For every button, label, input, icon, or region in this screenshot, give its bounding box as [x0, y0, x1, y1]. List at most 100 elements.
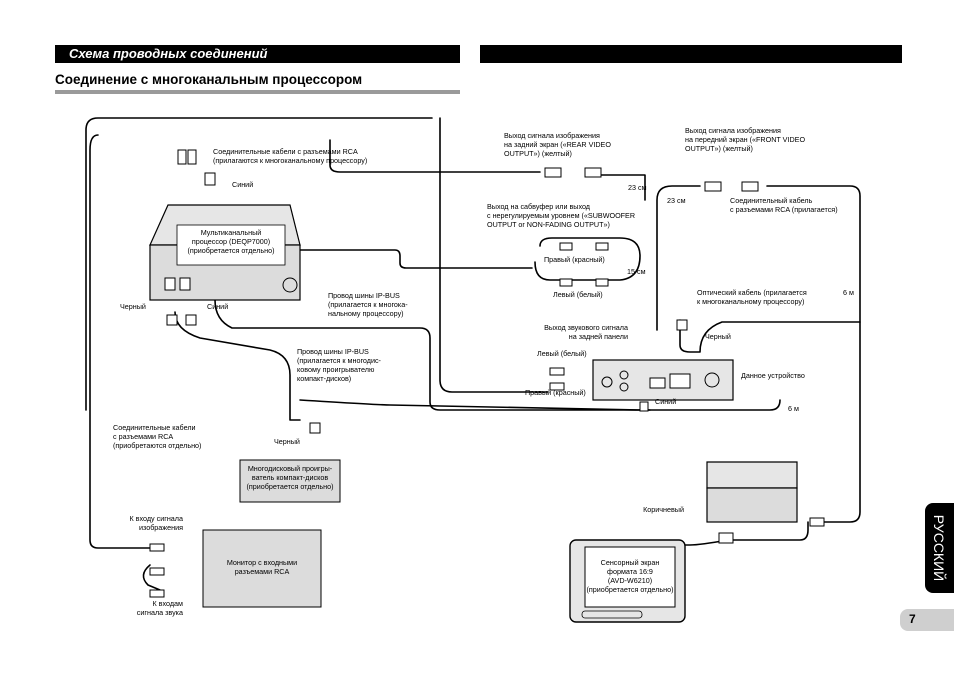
label-rca-sold-separately: с разъемами RCA	[113, 432, 173, 441]
cable-audio-bend	[142, 564, 161, 591]
label-rca-cables-included: Соединительные кабели с разъемами RCA	[213, 147, 358, 156]
label-cd-changer-box: (приобретается отдельно)	[247, 482, 334, 491]
plug-blue-unit	[639, 401, 649, 412]
label-touchscreen-box: Сенсорный экран	[601, 558, 660, 567]
label-rear-audio: на задней панели	[569, 332, 628, 341]
label-optical: Оптический кабель (прилагается	[697, 288, 807, 297]
cable-front-video-loop	[599, 174, 646, 201]
plug-front-video-b	[741, 181, 759, 192]
label-right-red: Правый (красный)	[525, 388, 586, 397]
cable-rca-outer-left	[439, 117, 549, 393]
label-monitor-box: разъемами RCA	[235, 567, 290, 576]
language-tab-label: РУССКИЙ	[931, 514, 947, 582]
label-optical: к многоканальному процессору)	[697, 297, 804, 306]
label-processor-box: процессор (DEQP7000)	[192, 237, 270, 246]
label-cd-changer-box: Многодисковый проигры-	[248, 464, 333, 473]
touchscreen-device	[569, 539, 686, 623]
label-subwoofer: с нерегулируемым уровнем («SUBWOOFER	[487, 211, 635, 220]
av-module-device	[706, 461, 798, 523]
label-black-left: Черный	[120, 302, 146, 311]
page-number-box	[900, 609, 954, 631]
cable-front-out	[766, 185, 861, 523]
label-video-input: изображения	[139, 523, 183, 532]
plug-sub-b	[595, 242, 609, 251]
label-rca-sold-separately: (приобретаются отдельно)	[113, 441, 201, 450]
label-monitor-box: Монитор с входными	[227, 558, 297, 567]
label-ipbus-included: нальному процессору)	[328, 309, 404, 318]
section-title-bar: Схема проводных соединений	[55, 45, 460, 63]
label-ipbus-cd: ковому проигрывателю	[297, 365, 375, 374]
label-len-15: 15 см	[627, 267, 646, 276]
monitor-box	[202, 529, 322, 608]
label-rear-video: OUTPUT») (желтый)	[504, 149, 572, 158]
label-black-cd: Черный	[274, 437, 300, 446]
plug-blue-top	[204, 172, 216, 186]
page-subtitle: Соединение с многоканальным процессором	[55, 72, 363, 87]
plug-blue-left	[185, 314, 197, 326]
section-bar-right	[480, 45, 902, 63]
subtitle-underline	[55, 90, 460, 94]
label-rca-cables-included: (прилагаются к многоканальному процессор…	[213, 156, 367, 165]
cable-processor-to-unit	[299, 249, 533, 269]
label-rca-sold-separately: Соединительные кабели	[113, 423, 196, 432]
label-cd-changer-box: ватель компакт-дисков	[252, 473, 328, 482]
cable-front-video	[656, 185, 701, 331]
plug-av-out	[809, 517, 825, 527]
cable-rear-video	[329, 139, 541, 173]
label-audio-inputs: К входам	[153, 599, 184, 608]
head-unit-device	[592, 359, 734, 401]
label-processor-box: Мультиканальный	[201, 228, 262, 237]
label-blue-left: Синий	[207, 302, 228, 311]
label-rear-video: Выход сигнала изображения	[504, 131, 600, 140]
label-front-video: Выход сигнала изображения	[685, 126, 781, 135]
label-len-23-b: 23 см	[667, 196, 686, 205]
label-right-red-top: Правый (красный)	[544, 255, 605, 264]
page-number: 7	[909, 612, 916, 626]
label-black-right: Черный	[705, 332, 731, 341]
label-left-white-top: Левый (белый)	[553, 290, 603, 299]
label-len-6-b: 6 м	[788, 404, 799, 413]
label-blue-unit: Синий	[655, 397, 676, 406]
plug-brown	[718, 532, 734, 544]
cable-6m-bottom	[299, 399, 781, 411]
cd-changer-box	[239, 459, 341, 503]
label-touchscreen-box: (AVD-W6210)	[608, 576, 652, 585]
label-ipbus-included: Провод шины IP-BUS	[328, 291, 400, 300]
label-processor-box: (приобретается отдельно)	[188, 246, 275, 255]
label-subwoofer: Выход на сабвуфер или выход	[487, 202, 591, 211]
label-len-6-a: 6 м	[843, 288, 854, 297]
label-ipbus-cd: (прилагается к многодис-	[297, 356, 382, 365]
plug-rear-video-b	[584, 167, 602, 178]
plug-sub-c	[559, 278, 573, 287]
plug-audio-in-b	[149, 589, 165, 598]
label-rca-included-right: Соединительный кабель	[730, 196, 813, 205]
plug-rear-video-a	[544, 167, 562, 178]
plug-audio-l	[549, 367, 565, 376]
label-rca-included-right: с разъемами RCA (прилагается)	[730, 205, 838, 214]
cable-rca-frame	[85, 117, 433, 411]
label-this-unit: Данное устройство	[741, 371, 805, 380]
section-title: Схема проводных соединений	[69, 46, 268, 61]
label-rear-video: на задний экран («REAR VIDEO	[504, 140, 611, 149]
label-front-video: на передний экран («FRONT VIDEO	[685, 135, 805, 144]
label-subwoofer: OUTPUT or NON-FADING OUTPUT»)	[487, 220, 610, 229]
label-len-23-a: 23 см	[628, 183, 647, 192]
plug-audio-in-a	[149, 567, 165, 576]
cable-optical	[679, 319, 861, 353]
plug-sub-d	[595, 278, 609, 287]
label-ipbus-included: (прилагается к многока-	[328, 300, 408, 309]
label-audio-inputs: сигнала звука	[137, 608, 183, 617]
cable-ipbus-top	[214, 299, 651, 411]
label-video-input: К входу сигнала	[129, 514, 183, 523]
plug-audio-r	[549, 382, 565, 391]
language-tab	[925, 503, 954, 593]
cable-ipbus-cd	[174, 311, 301, 421]
cable-touchscreen	[727, 521, 809, 541]
label-left-white: Левый (белый)	[537, 349, 587, 358]
plug-cd	[309, 422, 321, 434]
label-touchscreen-box: (приобретается отдельно)	[587, 585, 674, 594]
processor-device	[149, 204, 301, 301]
plug-rca-top-left	[177, 149, 187, 165]
plug-front-video-a	[704, 181, 722, 192]
